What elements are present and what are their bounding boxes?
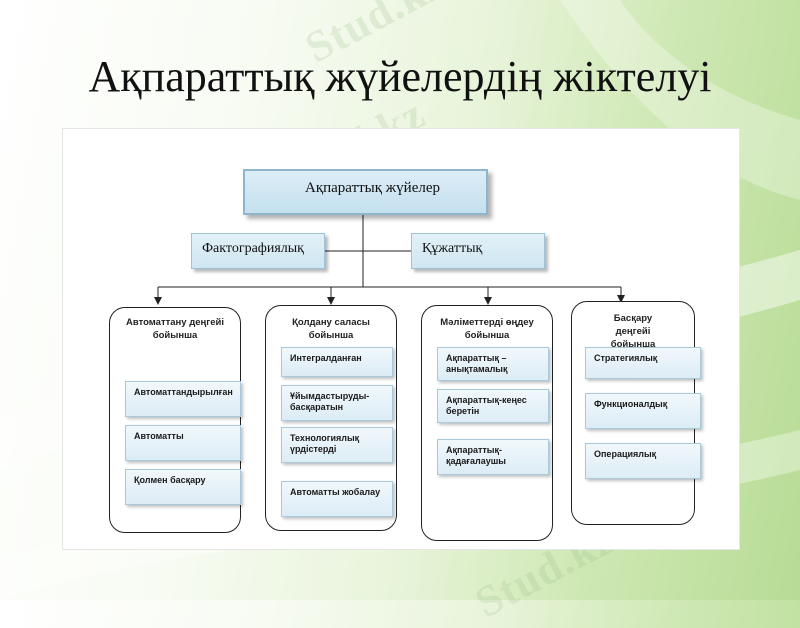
- group-title: Автоматтану деңгейі бойынша: [126, 317, 224, 341]
- list-item: Автоматтандырылған: [125, 381, 241, 417]
- root-box-information-systems: Ақпараттық жүйелер: [243, 169, 488, 215]
- diagram-panel: Ақпараттық жүйелер Фактографиялық Құжатт…: [62, 128, 740, 550]
- group-data-processing: Мәліметтерді өңдеу бойынша: [421, 305, 553, 541]
- list-item: Функционалдық: [585, 393, 701, 429]
- list-item: Ақпараттық – анықтамалық: [437, 347, 549, 381]
- list-item: Стратегиялық: [585, 347, 701, 379]
- group-title: Қолдану саласы бойынша: [292, 317, 370, 341]
- documentary-box: Құжаттық: [411, 233, 545, 269]
- list-item: Операциялық: [585, 443, 701, 479]
- group-title: Мәліметтерді өңдеу бойынша: [440, 317, 534, 341]
- list-item: Ақпараттық-қадағалаушы: [437, 439, 549, 475]
- list-item: Автоматты жобалау: [281, 481, 393, 517]
- list-item: Ұйымдастыруды-басқаратын: [281, 385, 393, 421]
- list-item: Технологиялық үрдістерді: [281, 427, 393, 463]
- connector-lines: [154, 215, 625, 305]
- list-item: Ақпараттық-кеңес беретін: [437, 389, 549, 423]
- slide-title: Ақпараттық жүйелердің жіктелуі: [88, 52, 712, 101]
- list-item: Интегралданған: [281, 347, 393, 377]
- group-title: Басқару деңгейі бойынша: [610, 313, 656, 350]
- list-item: Қолмен басқару: [125, 469, 241, 505]
- factographic-box: Фактографиялық: [191, 233, 325, 269]
- list-item: Автоматты: [125, 425, 241, 461]
